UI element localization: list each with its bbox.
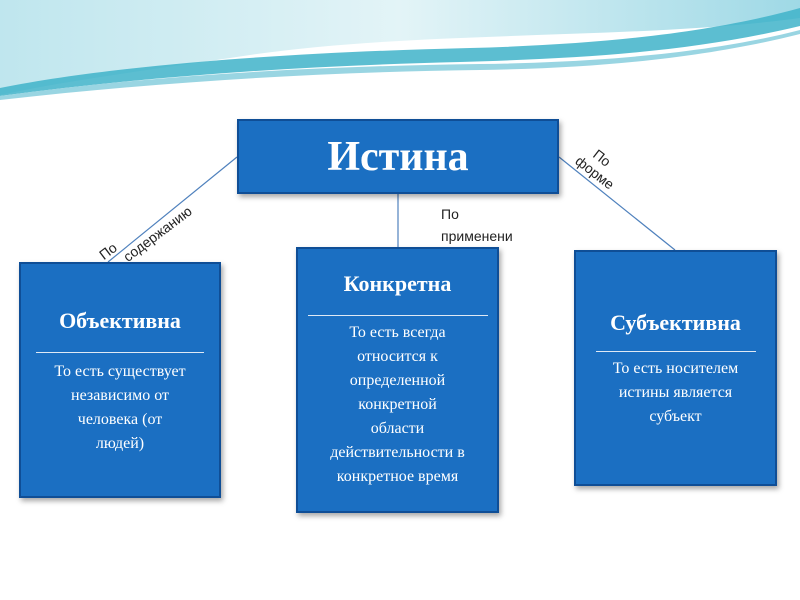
edge-label-use-line: По — [441, 206, 459, 222]
node-concrete: Конкретна То есть всегда относится к опр… — [296, 247, 499, 513]
divider-line — [307, 315, 488, 316]
node-desc-line: людей) — [95, 435, 145, 452]
node-desc-line: То есть носителем — [612, 360, 739, 377]
node-desc-line: независимо от — [71, 387, 169, 404]
node-title: Конкретна — [343, 271, 452, 296]
edge-label-use-line: применени — [441, 228, 513, 244]
node-desc-line: относится к — [357, 348, 438, 365]
root-node: Истина — [237, 119, 559, 194]
node-desc-line: субъект — [649, 408, 702, 425]
node-desc-line: конкретное время — [336, 468, 459, 485]
node-desc-line: действительности в — [330, 444, 465, 461]
node-subjective: Субъективна То есть носителем истины явл… — [574, 250, 777, 486]
node-desc-line: То есть всегда — [349, 324, 446, 341]
node-desc-line: истины является — [618, 384, 733, 401]
node-title: Объективна — [59, 308, 181, 333]
node-title: Субъективна — [610, 310, 741, 335]
root-title: Истина — [327, 133, 469, 180]
node-desc-line: конкретной — [358, 396, 437, 413]
divider-line — [595, 351, 756, 352]
node-desc-line: определенной — [349, 372, 446, 389]
node-desc-line: То есть существует — [54, 363, 186, 380]
node-objective: Объективна То есть существует независимо… — [19, 262, 221, 498]
connector-root-right — [558, 156, 676, 251]
decorative-wave-background — [0, 0, 800, 100]
divider-line — [36, 352, 204, 353]
connector-root-left — [107, 156, 238, 263]
node-desc-line: человека (от — [77, 411, 163, 428]
node-desc-line: области — [370, 420, 425, 437]
